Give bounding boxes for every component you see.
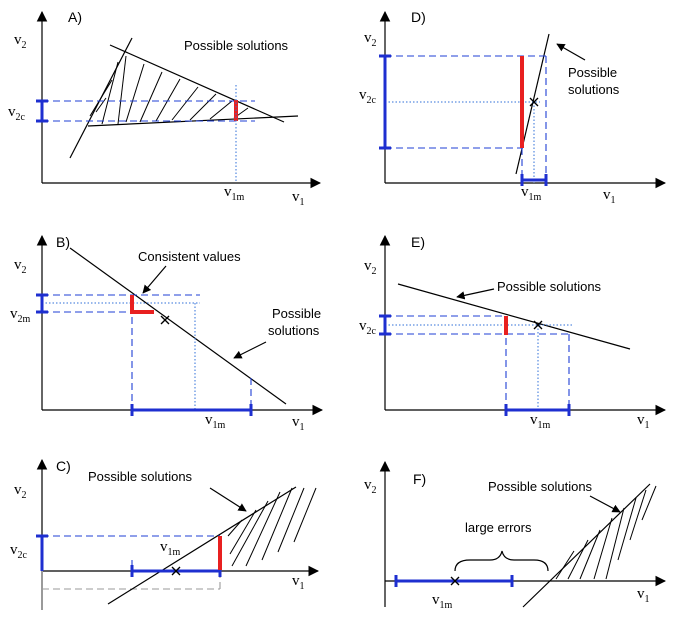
panel-d-tag: D) — [411, 9, 426, 25]
panel-b-annotation-possible-line-1: Possible — [272, 306, 321, 321]
panel-c-hatched-region — [227, 487, 317, 567]
panel-c-y-axis-label: v2 — [14, 482, 27, 501]
panel-a-x-axis-label: v1 — [292, 189, 305, 208]
panel-d-estimate-cross — [529, 97, 539, 107]
panel-d-x-axis-label: v1 — [603, 187, 616, 206]
panel-a-yc-label: v2c — [8, 104, 26, 123]
panel-c-constraint-line — [107, 486, 297, 605]
panel-f-tag: F) — [413, 471, 426, 487]
panel-b-x-axis-label: v1 — [292, 414, 305, 433]
panel-b-consistent-segment — [130, 295, 154, 314]
panel-e-annotation-arrow — [456, 288, 495, 300]
panel-f-x-axis-label: v1 — [637, 586, 650, 605]
panel-e: E) v2 v1 v2c v1m Possible solutions — [359, 234, 667, 431]
panel-d-xm-label: v1m — [521, 184, 542, 203]
panel-f-constraint-line — [522, 483, 651, 608]
panel-d-annotation-line-1: Possible — [568, 65, 617, 80]
panel-e-x-axis-label: v1 — [637, 412, 650, 431]
panel-b-tag: B) — [56, 234, 70, 250]
panel-c-xm-label: v1m — [160, 539, 181, 558]
panel-a-tag: A) — [68, 9, 82, 25]
panel-d-annotation-arrow — [556, 43, 586, 61]
panel-d-yc-label: v2c — [359, 87, 377, 106]
panel-c-annotation: Possible solutions — [88, 469, 193, 484]
panel-a-constraint-line-1 — [69, 37, 133, 159]
panel-e-yc-label: v2c — [359, 318, 377, 337]
panel-d-annotation-line-2: solutions — [568, 82, 620, 97]
panel-e-xm-label: v1m — [530, 412, 551, 431]
panel-e-constraint-line — [397, 283, 631, 350]
panel-b-annotation-possible-line-2: solutions — [268, 323, 320, 338]
panel-c-annotation-arrow — [209, 487, 247, 512]
panel-a: A) v2 v1 v2c v1m Possible so — [8, 9, 322, 208]
panel-a-constraint-line-3 — [87, 115, 299, 127]
panel-d-y-axis-label: v2 — [364, 30, 377, 49]
panel-c-yc-label: v2c — [10, 542, 28, 561]
panel-b: B) v2 v1 v2m v1m Consistent values Possi… — [10, 234, 324, 433]
panel-f-hatched-region — [555, 485, 657, 580]
panel-b-estimate-cross — [160, 315, 170, 325]
panel-a-constraint-line-2 — [109, 44, 285, 123]
panel-b-ym-label: v2m — [10, 306, 31, 325]
panel-b-y-axis-label: v2 — [14, 257, 27, 276]
panel-e-tag: E) — [411, 234, 425, 250]
panel-b-annotation-consistent: Consistent values — [138, 249, 241, 264]
panel-e-y-axis-label: v2 — [364, 258, 377, 277]
panel-f-error-brace — [454, 550, 549, 572]
panel-d: D) v2 v1 v2c v1m Possible solutions — [359, 9, 667, 206]
panel-f-xm-label: v1m — [432, 592, 453, 611]
panel-f: F) v2 v1 v1m large errors Possible solut… — [364, 460, 667, 611]
panel-e-annotation: Possible solutions — [497, 279, 602, 294]
panel-e-estimate-cross — [533, 320, 543, 330]
panel-a-hatched-region — [89, 55, 249, 125]
panel-c-x-axis-label: v1 — [292, 573, 305, 592]
panel-f-estimate-cross — [450, 576, 460, 586]
panel-b-possible-arrow — [233, 341, 267, 359]
panel-b-xm-label: v1m — [205, 412, 226, 431]
panel-f-y-axis-label: v2 — [364, 477, 377, 496]
panel-c-estimate-cross — [171, 566, 181, 576]
panel-c: C) v2 v1 v2c v1m Possi — [10, 458, 320, 610]
panel-b-constraint-line — [69, 247, 287, 405]
panel-a-y-axis-label: v2 — [14, 32, 27, 51]
panel-f-annotation: Possible solutions — [488, 479, 593, 494]
panel-f-annotation-arrow — [589, 495, 621, 513]
panel-a-annotation: Possible solutions — [184, 38, 289, 53]
panel-a-xm-label: v1m — [224, 184, 245, 203]
panel-c-tag: C) — [56, 458, 71, 474]
panel-f-annotation-errors: large errors — [465, 520, 532, 535]
panel-b-consistent-arrow — [142, 265, 167, 294]
